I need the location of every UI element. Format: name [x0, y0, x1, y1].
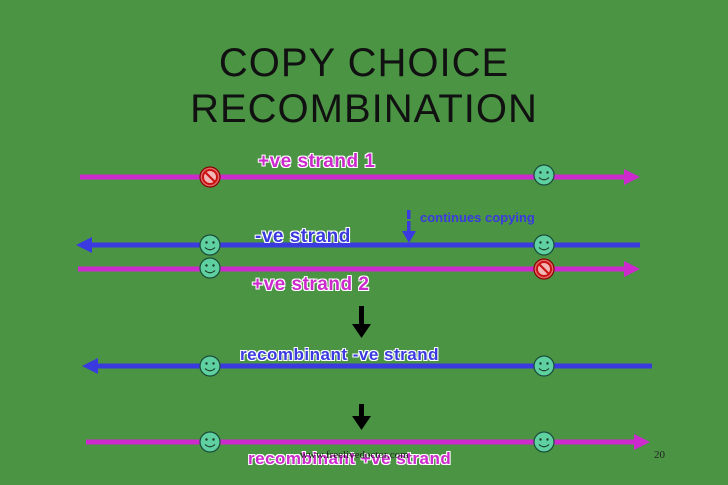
smiley-icon — [533, 164, 555, 186]
down-arrow-icon — [352, 404, 371, 430]
slide-title: COPY CHOICE RECOMBINATION — [0, 40, 728, 132]
recombinant-neg-strand — [82, 358, 652, 374]
recombinant-pos-strand — [86, 434, 650, 450]
pos-strand-2-label: +ve strand 2 — [252, 274, 370, 295]
smiley-icon — [533, 431, 555, 453]
smiley-icon — [199, 431, 221, 453]
recombinant-neg-strand-label: recombinant -ve strand — [240, 345, 439, 364]
strand-arrowhead — [634, 434, 650, 450]
strand-arrowhead — [76, 237, 92, 253]
title-line-1: COPY CHOICE — [218, 41, 510, 85]
no-symbol-icon — [532, 257, 556, 281]
smiley-icon — [199, 355, 221, 377]
continues-copying-note: continues copying — [420, 210, 535, 225]
down-arrow-icon — [402, 231, 416, 243]
strand-arrowhead — [82, 358, 98, 374]
page-number: 20 — [654, 449, 665, 461]
no-symbol-icon — [198, 165, 222, 189]
pos-strand-1-label: +ve strand 1 — [258, 151, 376, 172]
smiley-icon — [199, 257, 221, 279]
smiley-icon — [533, 234, 555, 256]
title-line-2: RECOMBINATION — [190, 87, 538, 131]
recombinant-pos-strand-label: recombinant +ve strand — [248, 449, 452, 468]
neg-strand — [76, 237, 640, 253]
neg-strand-label: -ve strand — [255, 226, 351, 247]
strand-arrowhead — [624, 169, 640, 185]
continues-copying-marker — [402, 210, 416, 243]
smiley-icon — [199, 234, 221, 256]
smiley-icon — [533, 355, 555, 377]
strand-arrowhead — [624, 261, 640, 277]
footer-url: www.freelivedoctor.com — [300, 449, 409, 461]
down-arrow-icon — [352, 306, 371, 338]
